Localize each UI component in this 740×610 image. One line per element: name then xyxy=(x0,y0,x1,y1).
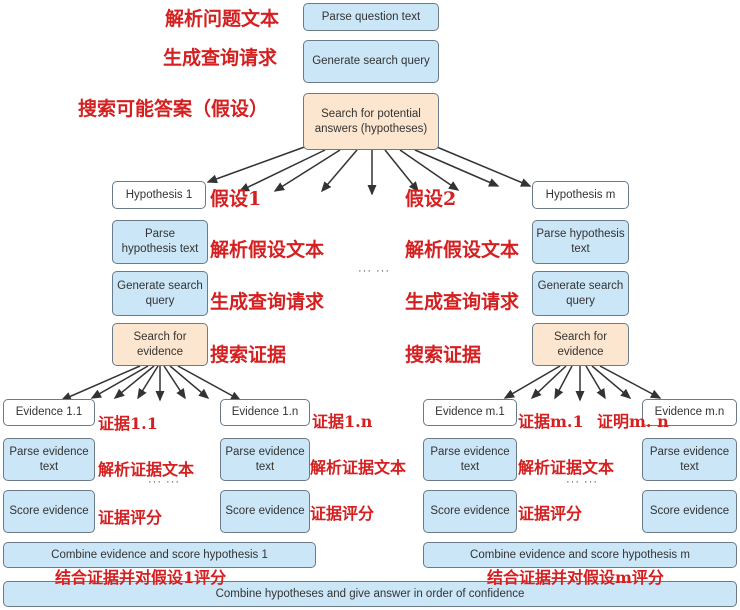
annotation-hyp2: 假设2 xyxy=(405,188,457,210)
annotation-ev-1-n: 证据1.n xyxy=(312,412,373,431)
annotation-parse-hyp: 解析假设文本 xyxy=(210,239,325,261)
ellipsis: ··· ··· xyxy=(566,476,599,488)
search-evidence-m-box: Search for evidence xyxy=(532,323,629,366)
parse-evidence-box: Parse evidence text xyxy=(220,438,310,481)
annotation-score-evidence: 证据评分 xyxy=(310,504,375,523)
combine-hypothesis-1-box: Combine evidence and score hypothesis 1 xyxy=(3,542,316,568)
annotation-gen-query: 生成查询请求 xyxy=(210,291,325,313)
search-answers-box: Search for potential answers (hypotheses… xyxy=(303,93,439,150)
evidence-m-n-box: Evidence m.n xyxy=(642,399,737,426)
annotation-score-evidence: 证据评分 xyxy=(518,504,583,523)
parse-question-box: Parse question text xyxy=(303,3,439,31)
evidence-arrows-m xyxy=(503,365,662,402)
annotation-parse-evidence: 解析证据文本 xyxy=(518,458,615,477)
annotation-ev-1-1: 证据1.1 xyxy=(98,414,158,433)
annotation-parse-hyp: 解析假设文本 xyxy=(405,239,520,261)
score-evidence-box: Score evidence xyxy=(3,490,95,533)
annotation-parse-question: 解析问题文本 xyxy=(165,8,280,30)
annotation-combine-m: 结合证据并对假设m评分 xyxy=(487,568,664,587)
generate-query-box: Generate search query xyxy=(303,40,439,83)
score-evidence-box: Score evidence xyxy=(220,490,310,533)
evidence-m-1-box: Evidence m.1 xyxy=(423,399,517,426)
ellipsis: ··· ··· xyxy=(148,476,181,488)
annotation-ev-m-n: 证明m. n xyxy=(597,412,669,431)
annotation-search-evidence: 搜索证据 xyxy=(405,344,482,366)
search-evidence-1-box: Search for evidence xyxy=(112,323,208,366)
hypothesis-1-box: Hypothesis 1 xyxy=(112,181,206,209)
annotation-score-evidence: 证据评分 xyxy=(98,508,163,527)
annotation-parse-evidence: 解析证据文本 xyxy=(310,458,407,477)
evidence-1-1-box: Evidence 1.1 xyxy=(3,399,95,426)
score-evidence-box: Score evidence xyxy=(642,490,737,533)
annotation-search-answers: 搜索可能答案（假设） xyxy=(78,98,269,120)
annotation-combine-1: 结合证据并对假设1评分 xyxy=(55,568,227,587)
annotation-generate-query: 生成查询请求 xyxy=(163,47,278,69)
hypothesis-arrows xyxy=(206,144,532,196)
parse-evidence-box: Parse evidence text xyxy=(423,438,517,481)
hypothesis-m-box: Hypothesis m xyxy=(532,181,629,209)
final-answer-box: Combine hypotheses and give answer in or… xyxy=(3,581,737,607)
parse-evidence-box: Parse evidence text xyxy=(3,438,95,481)
parse-evidence-box: Parse evidence text xyxy=(642,438,737,481)
combine-hypothesis-m-box: Combine evidence and score hypothesis m xyxy=(423,542,737,568)
evidence-arrows-1 xyxy=(60,365,242,402)
annotation-hyp1: 假设1 xyxy=(210,188,262,210)
annotation-parse-evidence: 解析证据文本 xyxy=(98,460,195,479)
annotation-ev-m-1: 证据m.1 xyxy=(518,412,584,431)
parse-hypothesis-1-box: Parse hypothesis text xyxy=(112,220,208,264)
annotation-search-evidence: 搜索证据 xyxy=(210,344,287,366)
parse-hypothesis-m-box: Parse hypothesis text xyxy=(532,220,629,264)
annotation-gen-query: 生成查询请求 xyxy=(405,291,520,313)
ellipsis: ··· ··· xyxy=(358,265,391,277)
evidence-1-n-box: Evidence 1.n xyxy=(220,399,310,426)
score-evidence-box: Score evidence xyxy=(423,490,517,533)
generate-query-1-box: Generate search query xyxy=(112,271,208,316)
generate-query-m-box: Generate search query xyxy=(532,271,629,316)
